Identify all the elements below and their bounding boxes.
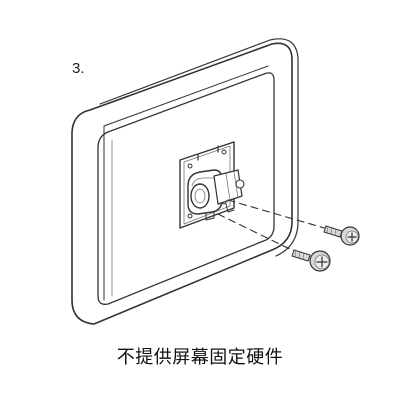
- screw-icon: [323, 225, 360, 246]
- alignment-lines: [217, 199, 339, 257]
- vesa-bracket-icon: [179, 141, 245, 229]
- installation-diagram: [71, 38, 360, 325]
- caption-no-hardware: 不提供屏幕固定硬件: [116, 347, 284, 368]
- step-number: 3.: [72, 60, 85, 77]
- screw-icon: [291, 249, 331, 272]
